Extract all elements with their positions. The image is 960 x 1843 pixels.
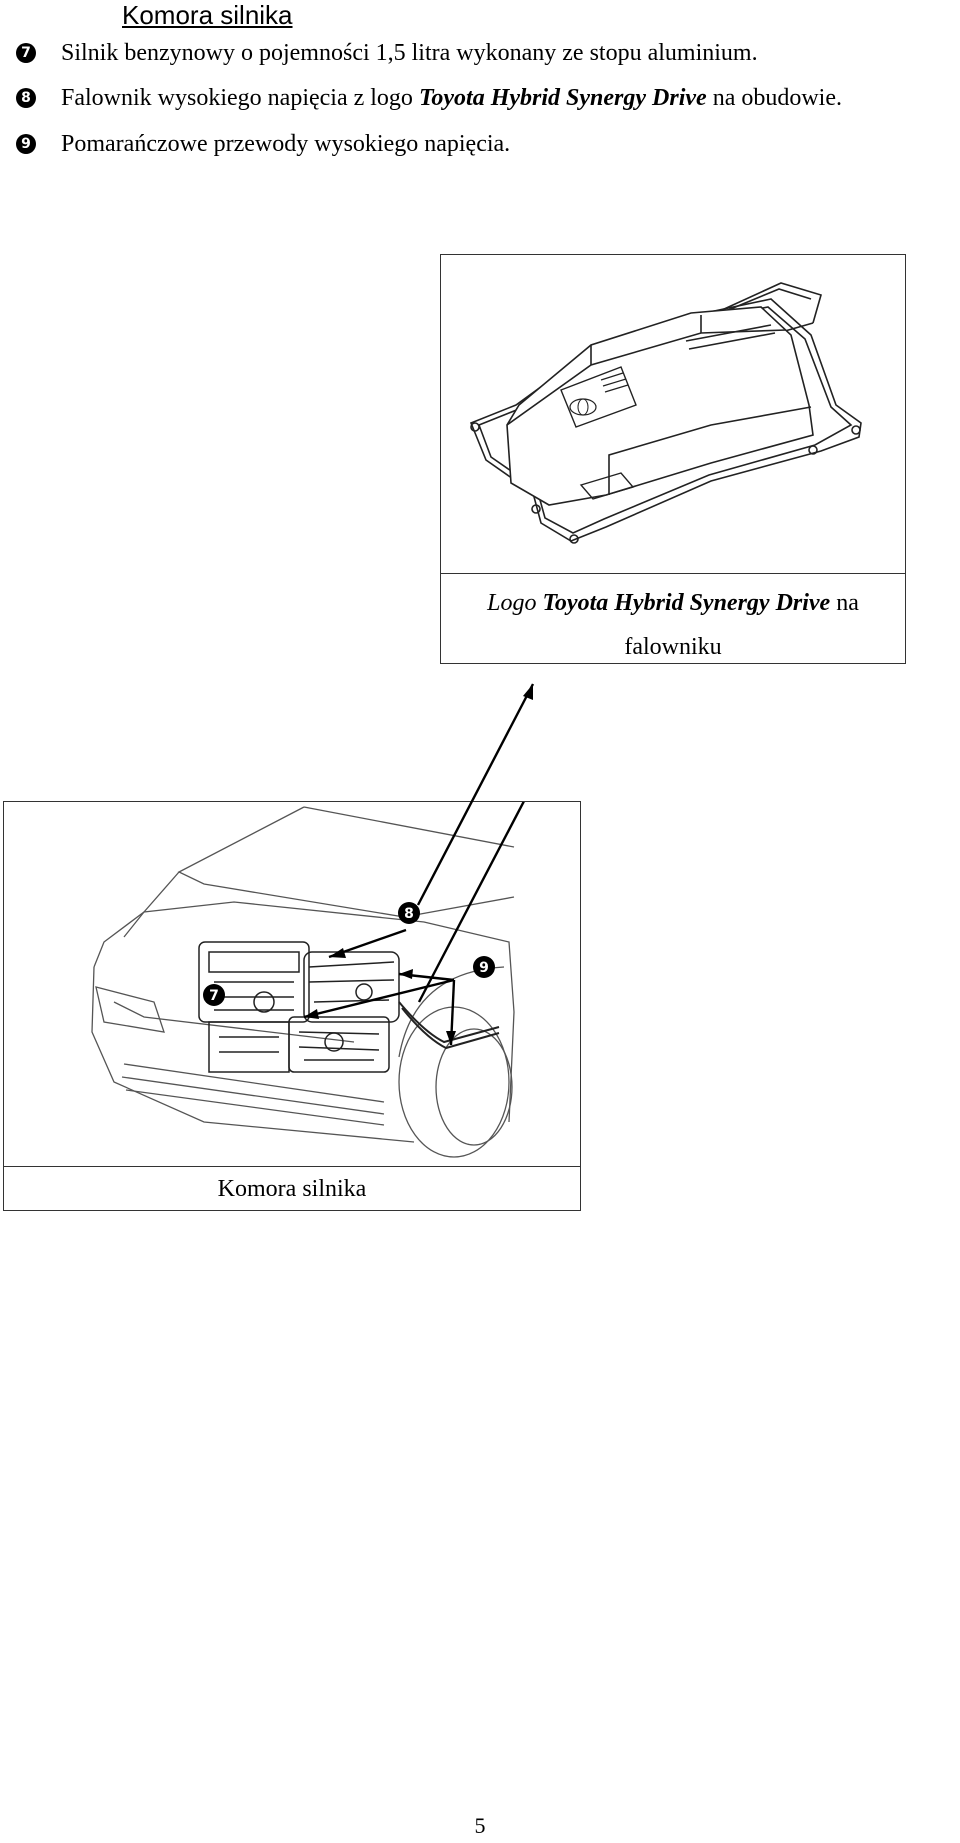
item-text: Falownik wysokiego napięcia z logo Toyot…: [61, 85, 842, 111]
callout-marker-8: 8: [398, 902, 420, 924]
svg-text:7: 7: [209, 988, 219, 1004]
page-number: 5: [474, 1813, 486, 1838]
item-marker: 7: [16, 43, 36, 63]
engine-caption: Komora silnika: [217, 1176, 367, 1202]
section-heading: Komora silnika: [122, 0, 293, 30]
item-text: Silnik benzynowy o pojemności 1,5 litra …: [61, 40, 758, 66]
inverter-caption: Logo Toyota Hybrid Synergy Drive na falo…: [487, 590, 859, 660]
car-engine-illustration: 7 8 9: [91, 802, 525, 1158]
callout-marker-7: 7: [203, 984, 225, 1006]
callout-marker-9: 9: [473, 956, 495, 978]
inverter-figure: Logo Toyota Hybrid Synergy Drive na falo…: [440, 254, 906, 664]
svg-text:9: 9: [479, 960, 489, 976]
item-marker: 9: [16, 134, 36, 154]
item-text: Pomarańczowe przewody wysokiego napięcia…: [61, 131, 511, 157]
engine-compartment-figure: 7 8 9 Komora silnika: [3, 801, 581, 1211]
inverter-illustration: [469, 282, 862, 544]
svg-text:8: 8: [404, 906, 414, 922]
item-marker: 8: [16, 88, 36, 108]
